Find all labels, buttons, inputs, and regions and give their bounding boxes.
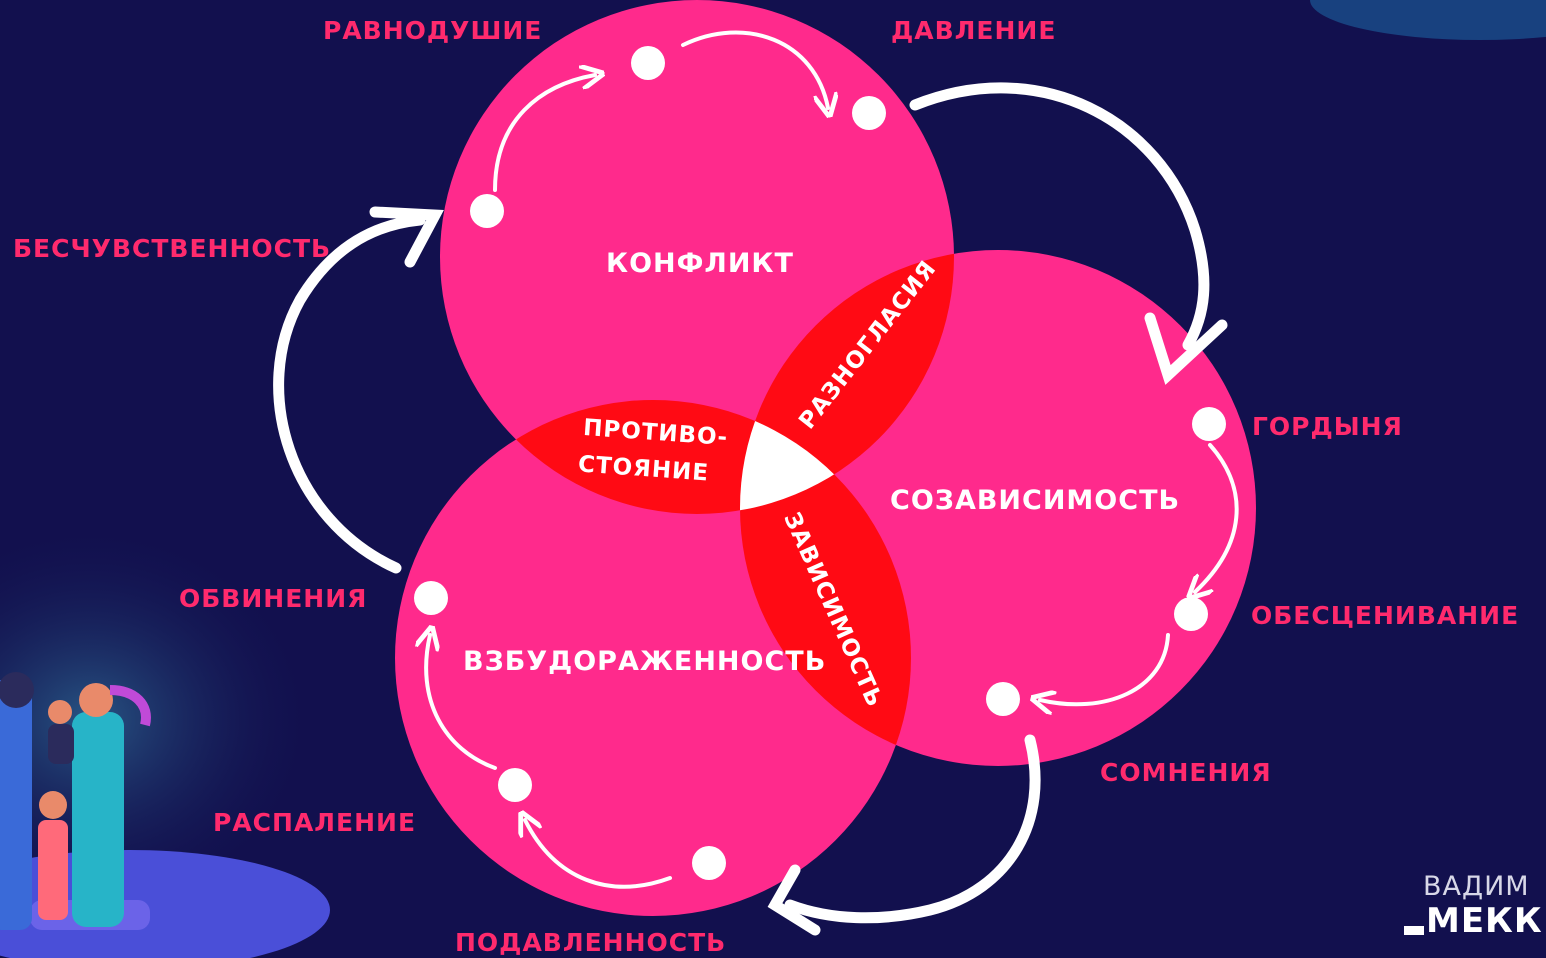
dot [631, 46, 665, 80]
label-indifference: РАВНОДУШИЕ [323, 16, 543, 45]
person-baby [48, 724, 74, 764]
small-arrow [426, 635, 497, 770]
person-child [38, 820, 68, 920]
hair-shape [109, 685, 151, 727]
dot [1192, 407, 1226, 441]
label-pressure: ДАВЛЕНИЕ [891, 16, 1057, 45]
label-doubts: СОМНЕНИЯ [1100, 758, 1272, 787]
label-heating: РАСПАЛЕНИЕ [213, 808, 417, 837]
inner-arrows [426, 30, 1239, 889]
dot [498, 768, 532, 802]
person-head [0, 672, 34, 708]
small-arrow [493, 75, 595, 192]
circle-label-conflict: КОНФЛИКТ [606, 248, 794, 279]
brand-name-line1: ВАДИМ [1423, 871, 1530, 902]
person-head [39, 791, 67, 819]
small-arrow [1040, 633, 1170, 704]
arrow-head-icon [369, 206, 444, 268]
small-arrow [1195, 443, 1239, 592]
person-head [48, 700, 72, 724]
dot [852, 96, 886, 130]
label-accusations: ОБВИНЕНИЯ [179, 584, 368, 613]
dot [1174, 597, 1208, 631]
label-callousness: БЕСЧУВСТВЕННОСТЬ [13, 234, 332, 263]
stage-dots [414, 46, 1226, 880]
circle-label-excitement: ВЗБУДОРАЖЕННОСТЬ [463, 646, 827, 677]
outer-arrows [273, 82, 1228, 936]
dot [414, 581, 448, 615]
arrow-to-excitement [784, 734, 1041, 924]
brand-name-line2: МЕКК [1426, 901, 1543, 941]
corner-glow [1310, 0, 1546, 40]
small-arrow [525, 820, 672, 889]
label-pride: ГОРДЫНЯ [1252, 412, 1403, 441]
arrow-to-conflict [273, 214, 426, 574]
overlap-top-right [740, 250, 954, 514]
person-father [0, 680, 32, 930]
family-illustration [0, 672, 330, 958]
dot [470, 194, 504, 228]
label-devaluation: ОБЕСЦЕНИВАНИЕ [1251, 601, 1520, 630]
brand-logo-bar [1404, 926, 1424, 935]
arrow-to-codependency [909, 82, 1210, 351]
dot [692, 846, 726, 880]
person-mother [72, 712, 124, 927]
dot [986, 682, 1020, 716]
label-depression: ПОДАВЛЕННОСТЬ [455, 928, 727, 957]
person-head [79, 683, 113, 717]
circle-label-codependency: СОЗАВИСИМОСТЬ [890, 485, 1181, 516]
small-arrow [681, 30, 828, 108]
overlap-right-bottom [740, 400, 911, 766]
arrow-head-icon [767, 864, 821, 936]
arrow-head-icon [1144, 312, 1228, 385]
